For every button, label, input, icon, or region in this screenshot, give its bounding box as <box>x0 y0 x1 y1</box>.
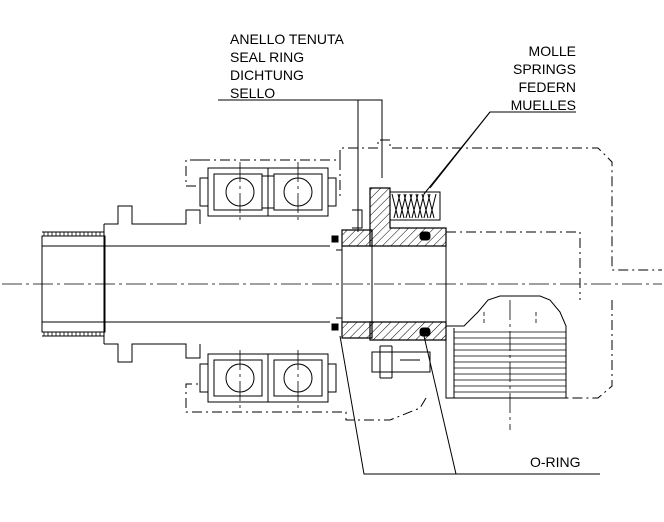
springs-label-de: FEDERN <box>518 79 576 95</box>
seal-ring-label: ANELLO TENUTA SEAL RING DICHTUNG SELLO <box>230 31 345 101</box>
springs-label-it: MOLLE <box>529 43 576 59</box>
leader-lines <box>218 99 600 475</box>
bearing-lower <box>199 353 337 403</box>
housing-outline <box>185 139 662 421</box>
seal-ring-assembly <box>331 187 447 379</box>
springs-label-en: SPRINGS <box>513 61 576 77</box>
springs-label-es: MUELLES <box>511 97 576 113</box>
o-ring-label: O-RING <box>530 454 581 470</box>
bearing-upper <box>199 167 337 217</box>
springs-label: MOLLE SPRINGS FEDERN MUELLES <box>511 43 576 113</box>
hex-collar <box>103 205 201 363</box>
springs <box>389 191 441 221</box>
threaded-shaft-end <box>41 231 330 337</box>
seal-ring-label-de: DICHTUNG <box>230 67 304 83</box>
hose-fitting <box>445 295 567 399</box>
seal-ring-label-it: ANELLO TENUTA <box>230 31 345 47</box>
seal-ring-label-en: SEAL RING <box>230 49 304 65</box>
seal-ring-label-es: SELLO <box>230 85 275 101</box>
